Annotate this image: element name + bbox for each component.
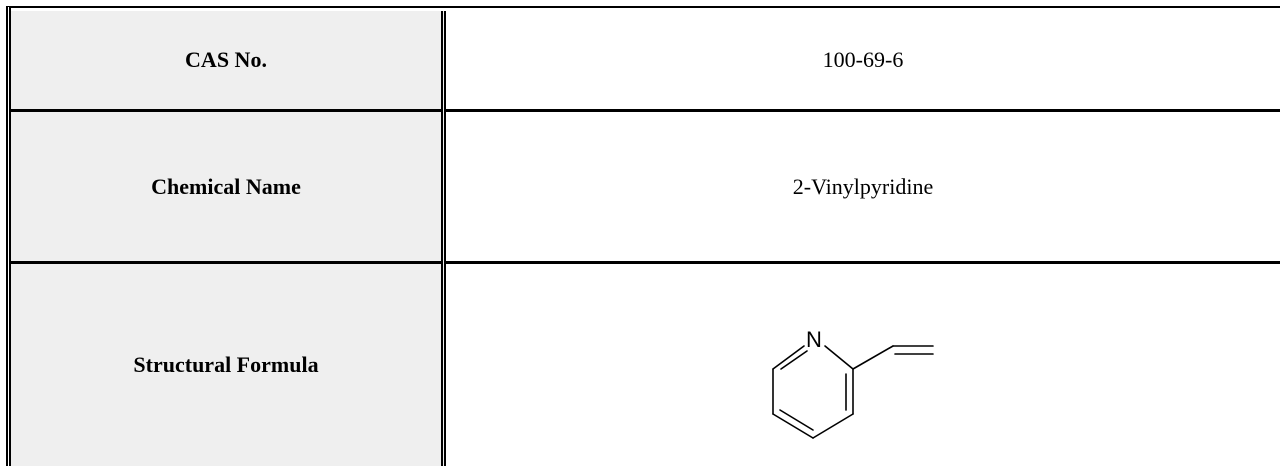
table-row-chemical-name: Chemical Name 2-Vinylpyridine	[11, 110, 1280, 264]
table-frame: CAS No. 100-69-6 Chemical Name 2-Vinylpy…	[6, 6, 1280, 466]
cas-label: CAS No.	[11, 11, 446, 112]
chemical-name-label: Chemical Name	[11, 110, 446, 264]
chemical-name-value: 2-Vinylpyridine	[443, 110, 1280, 264]
ring-double-bond-inner-c5-c4	[779, 409, 814, 431]
nitrogen-atom-label: N	[806, 327, 822, 352]
ring-bond-c4-c3	[812, 413, 854, 439]
table-row-cas: CAS No. 100-69-6	[11, 11, 1280, 112]
2-vinylpyridine-structure-image: N	[772, 327, 934, 439]
ring-bond-n-c6	[772, 345, 805, 370]
table-row-structural-formula: Structural Formula	[11, 262, 1280, 466]
structural-formula-cell: N	[443, 262, 1280, 466]
vinyl-single-bond	[852, 345, 894, 370]
ring-bond-c5-c4	[772, 413, 814, 439]
structural-formula-label: Structural Formula	[11, 262, 446, 466]
ring-bond-c2-n	[824, 345, 854, 370]
ring-double-bond-inner-n-c6	[780, 350, 808, 370]
cas-value: 100-69-6	[443, 11, 1280, 112]
chemical-info-table: CAS No. 100-69-6 Chemical Name 2-Vinylpy…	[11, 11, 1280, 466]
